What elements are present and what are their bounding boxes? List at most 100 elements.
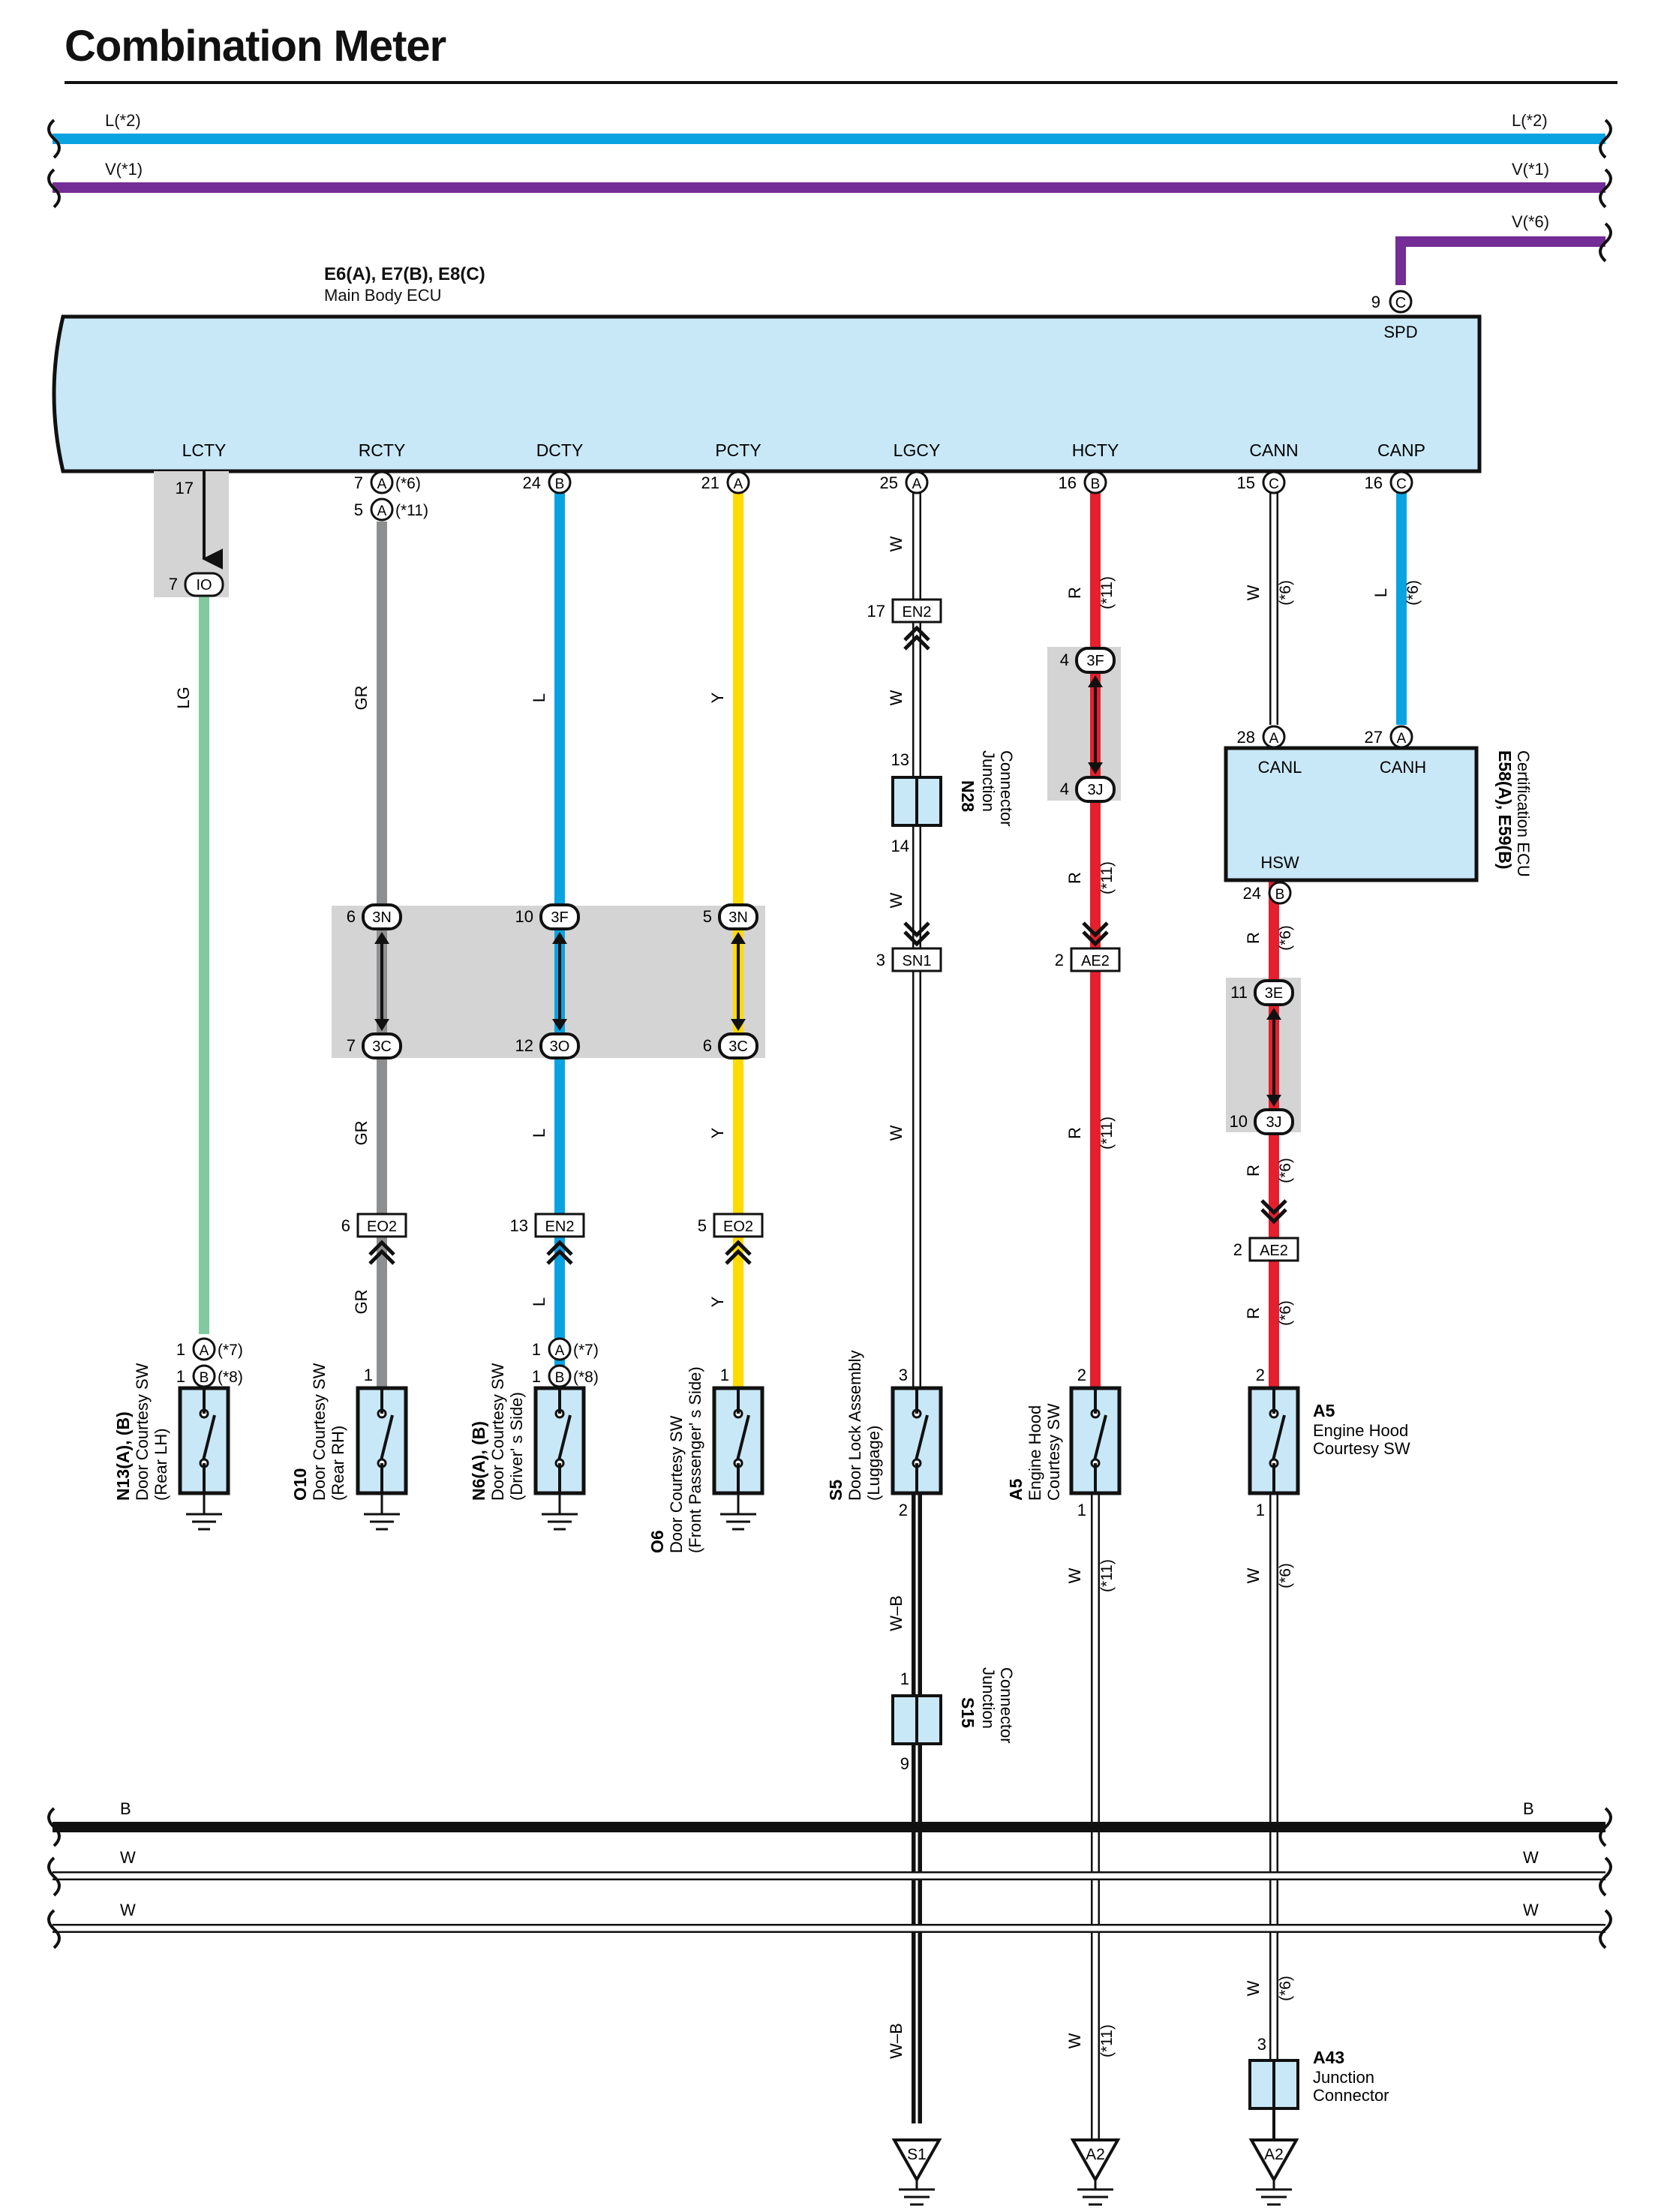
bus-b-label-left: B: [120, 1799, 131, 1818]
ground-a2-triangle-1: [1070, 2138, 1121, 2183]
hcty-conn: [1083, 470, 1107, 494]
inline-connectors: 3N 6 3C 7 3F 10 3O 12 3N 5 3C: [347, 647, 1294, 1135]
junction-shading: [154, 471, 1301, 1132]
rcty-conn-a2: [370, 497, 394, 521]
n13-conn-b: [192, 1364, 216, 1388]
chev-eo2-r: [368, 1240, 395, 1265]
chev-sn1: [903, 921, 930, 947]
switch-o10-contact: [379, 1388, 394, 1493]
n6-l2: (Driver' s Side): [507, 1392, 526, 1501]
o10-l2: (Rear RH): [329, 1426, 347, 1501]
wire-color-label: R: [1065, 1127, 1084, 1139]
switch-a5-hood-contact: [1092, 1388, 1107, 1493]
n13-conn-a-id: A: [200, 1343, 209, 1359]
wire-color-label: L: [1371, 588, 1390, 597]
wire-color-label: W–B: [887, 2023, 906, 2059]
arrow-heads-d: [552, 932, 567, 1031]
ecu-name: Main Body ECU: [324, 286, 442, 305]
bus-v1-label-left: V(*1): [105, 160, 143, 179]
pin-3j-c: 10: [1230, 1112, 1248, 1131]
canp-pin: 16: [1365, 473, 1383, 492]
pin-label-hcty: HCTY: [1072, 440, 1119, 460]
o10-ref: O10: [290, 1468, 310, 1501]
id-3n-r: 3N: [372, 909, 392, 926]
hsw-3e-3j: 3E 11 3J 10: [1230, 979, 1294, 1135]
n6-conn-a: [548, 1337, 572, 1361]
wires: [199, 471, 1407, 2138]
a5h-l2: Courtesy SW: [1044, 1403, 1063, 1501]
oval-3e-c: [1254, 979, 1294, 1006]
a5c-pin-top: 2: [1256, 1366, 1265, 1384]
wire-color-label: R: [1065, 587, 1084, 599]
pin-label-pcty: PCTY: [715, 440, 761, 460]
bus-b-label-right: B: [1523, 1799, 1534, 1818]
n13-note-a: (*7): [218, 1342, 243, 1359]
ground-a2-id-1: A2: [1086, 2146, 1105, 2163]
lcty-pin: 17: [176, 479, 194, 497]
arrow-heads-h: [1088, 675, 1103, 774]
wire-color-label: W: [1244, 1567, 1263, 1583]
wire-note-label: (*11): [1098, 2024, 1116, 2057]
oval-3c-r: [362, 1032, 402, 1059]
oval-3n-p: [718, 903, 758, 930]
ecu-pin-connectors: 17 A 7 (*6) A 5 (*11) B 24 A 21 A 25 B 1…: [176, 470, 1413, 521]
wire-color-label: R: [1244, 932, 1263, 944]
n13-l1: Door Courtesy SW: [133, 1363, 152, 1501]
rcty-note2: (*11): [395, 502, 428, 519]
wire-color-label: R: [1065, 872, 1084, 884]
pin-3j-h: 4: [1060, 780, 1069, 798]
wire-color-label: W: [1244, 585, 1263, 600]
cann-conn-id: C: [1269, 476, 1279, 492]
switch-o6-ground-icon: [720, 1493, 756, 1531]
n13-note-b: (*8): [218, 1369, 243, 1386]
page-title: Combination Meter: [65, 22, 446, 71]
wire-note-label: (*11): [1098, 1559, 1116, 1592]
a5h-pin-top: 2: [1077, 1366, 1086, 1384]
n6-conn-b: [548, 1364, 572, 1388]
switches: [178, 1386, 1300, 1531]
o6-label: O6 Door Courtesy SW (Front Passenger' s …: [647, 1366, 704, 1553]
n28-pin-bot: 14: [891, 837, 909, 855]
wire-color-label: L: [530, 693, 548, 702]
wire-color-label: GR: [352, 1290, 371, 1315]
wire-color-label: W: [887, 536, 906, 551]
hcty-pin: 16: [1059, 473, 1077, 492]
pin-ae2-h: 2: [1055, 951, 1064, 969]
pin-eo2-p: 5: [698, 1216, 707, 1235]
box-sn1: [891, 947, 942, 972]
oval-3f-d: [539, 903, 580, 930]
n6-conn-b-id: B: [555, 1370, 565, 1386]
wire-note-label: (*6): [1277, 1158, 1294, 1183]
box-eo2-r: [356, 1213, 407, 1238]
a5c-pin-bot: 1: [1256, 1501, 1265, 1519]
spd-conn: C: [1395, 295, 1406, 311]
o10-pin: 1: [364, 1366, 373, 1384]
ground-symbol-a2-2: [1256, 2180, 1292, 2206]
n6-note-a: (*7): [573, 1342, 599, 1359]
o10-l1: Door Courtesy SW: [310, 1363, 329, 1501]
n6-note-b: (*8): [573, 1369, 599, 1386]
n13-conn-b-id: B: [200, 1370, 209, 1386]
n6-conn-a-id: A: [555, 1343, 565, 1359]
pin-sn1: 3: [876, 951, 885, 969]
switch-n6-ground-icon: [542, 1493, 578, 1531]
junction-connectors: 13 14 N28 Junction Connector 1 9 S15 Jun…: [891, 750, 1389, 2110]
n6-label: N6(A), (B) Door Courtesy SW (Driver' s S…: [469, 1363, 526, 1501]
chev-ae2-h: [1082, 921, 1109, 947]
wire-color-label: W: [1244, 1980, 1263, 1996]
title-rule: [65, 81, 1617, 84]
switch-n13: [178, 1386, 230, 1531]
bus-l2-label-left: L(*2): [105, 111, 141, 130]
cann-pin: 15: [1237, 473, 1255, 492]
s5-l1: Door Lock Assembly: [846, 1350, 864, 1501]
cert-ecu-box: [1224, 746, 1479, 882]
bus-v6-label-right: V(*6): [1512, 212, 1549, 231]
canp-conn-id: C: [1396, 476, 1407, 492]
wire-color-label: GR: [352, 1121, 371, 1146]
dcty-pin: 24: [523, 473, 541, 492]
box-en2-lg: [891, 598, 942, 624]
s15-name2: Connector: [997, 1667, 1016, 1744]
hsw-label: HSW: [1260, 853, 1299, 872]
chev-ae2-c: [1260, 1199, 1287, 1225]
